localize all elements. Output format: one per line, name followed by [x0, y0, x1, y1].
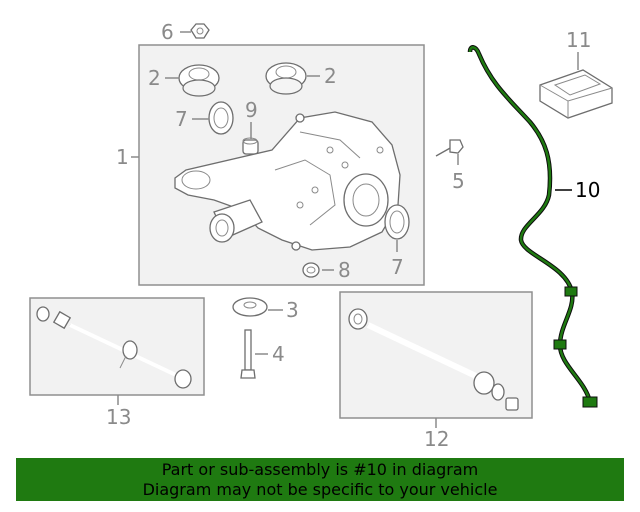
part-9-bushing[interactable] — [242, 137, 259, 155]
callout-11[interactable]: 11 — [566, 28, 591, 52]
part-7-seal-right[interactable] — [384, 204, 410, 240]
part-5-bolt[interactable] — [435, 139, 464, 157]
part-4-bolt[interactable] — [240, 329, 256, 379]
part-8-bushing[interactable] — [302, 262, 320, 278]
banner-line-2: Diagram may not be specific to your vehi… — [142, 479, 498, 499]
callout-12[interactable]: 12 — [424, 427, 449, 451]
part-11-control-module[interactable] — [539, 69, 613, 119]
part-10-wire-harness[interactable] — [467, 45, 598, 408]
part-12-driveshaft[interactable] — [348, 308, 519, 411]
part-2-mount-right[interactable] — [265, 62, 307, 95]
callout-7-upper[interactable]: 7 — [175, 107, 188, 131]
callout-2-right[interactable]: 2 — [324, 64, 337, 88]
callout-13[interactable]: 13 — [106, 405, 131, 429]
part-7-seal-upper[interactable] — [208, 101, 234, 135]
callout-7-right[interactable]: 7 — [391, 255, 404, 279]
part-1-differential-housing[interactable] — [174, 111, 401, 251]
callout-2-left[interactable]: 2 — [148, 66, 161, 90]
callout-8[interactable]: 8 — [338, 258, 351, 282]
callout-1[interactable]: 1 — [116, 145, 129, 169]
callout-4[interactable]: 4 — [272, 342, 285, 366]
part-13-driveshaft[interactable] — [36, 306, 192, 389]
banner-line-1: Part or sub-assembly is #10 in diagram — [161, 459, 479, 479]
callout-9[interactable]: 9 — [245, 98, 258, 122]
callout-10[interactable]: 10 — [575, 178, 600, 202]
callout-5[interactable]: 5 — [452, 169, 465, 193]
part-6-nut[interactable] — [190, 23, 210, 39]
highlight-banner: Part or sub-assembly is #10 in diagram D… — [16, 458, 624, 501]
part-3-washer[interactable] — [232, 297, 268, 317]
part-2-mount-left[interactable] — [178, 64, 220, 97]
callout-3[interactable]: 3 — [286, 298, 299, 322]
callout-6[interactable]: 6 — [161, 20, 174, 44]
